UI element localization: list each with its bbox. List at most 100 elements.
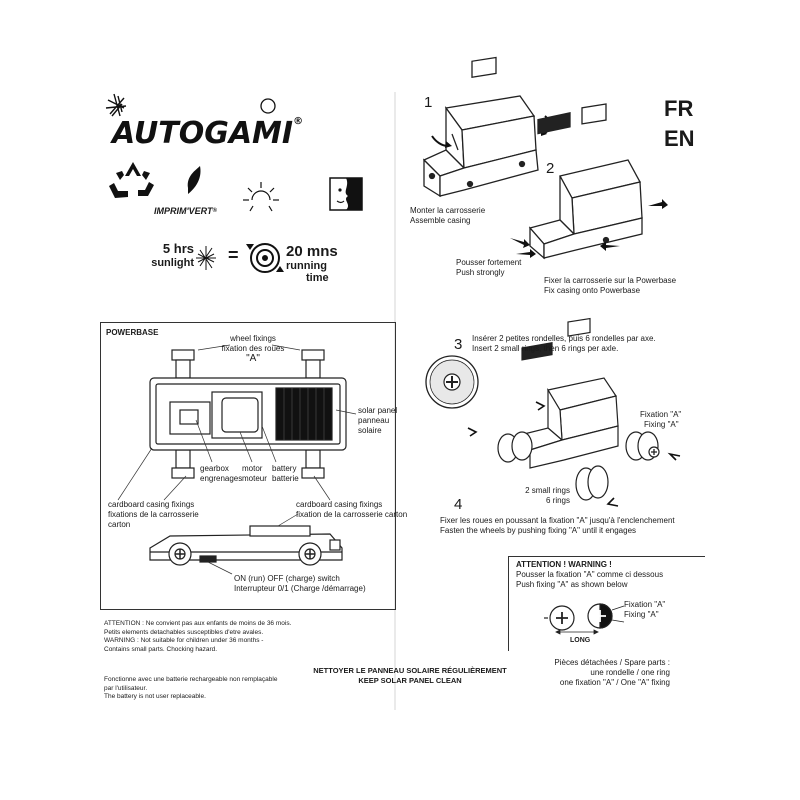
wheel-fixings-a: "A" — [246, 353, 260, 364]
wheel-fixings-label: wheel fixings fixation des roues "A" — [210, 334, 296, 364]
step1-text-en: Assemble casing — [410, 216, 471, 225]
step4-text-fr: Fixer les roues en poussant la fixation … — [440, 516, 675, 525]
step3-rings-label: 2 small rings 6 rings — [482, 486, 570, 506]
switch-fr: Interrupteur 0/1 (Charge /démarrage) — [234, 584, 366, 593]
cardboard-left-line2: fixations de la carrosserie — [108, 510, 199, 519]
spare-parts-ring: une rondelle / one ring — [590, 668, 670, 677]
sun-icon — [243, 182, 279, 212]
arrow-icon — [600, 242, 620, 251]
six-rings-label: 6 rings — [545, 496, 570, 505]
cardboard-fixings-right: cardboard casing fixings fixation de la … — [296, 500, 407, 520]
powerbase-title: POWERBASE — [106, 328, 159, 337]
logo-circle-icon — [260, 98, 276, 114]
arrow-icon — [445, 141, 452, 148]
powerbase-side-view — [149, 525, 343, 566]
warning-fixing-label: Fixation "A" Fixing "A" — [624, 600, 665, 620]
clean-fr: NETTOYER LE PANNEAU SOLAIRE RÉGULIÈREMEN… — [313, 666, 507, 675]
cardboard-left-line3: carton — [108, 520, 131, 529]
cardboard-fixings-left: cardboard casing fixings fixations de la… — [108, 500, 199, 530]
step4-number: 4 — [454, 496, 463, 513]
gearbox-fr: engrenages — [200, 474, 243, 483]
powerbase-panel — [100, 322, 396, 610]
spare-parts: Pièces détachées / Spare parts : une ron… — [540, 658, 670, 688]
recycle-icon — [109, 162, 154, 198]
imprimvert-reg-mark: ® — [212, 208, 217, 214]
warning-line-fr: Pousser la fixation "A" comme ci dessous — [516, 570, 664, 579]
running-time: 20 mns running time — [286, 244, 338, 285]
motor-en: motor — [242, 464, 263, 473]
brand-name: AUTOGAMI — [112, 116, 294, 151]
imprimvert-text: IMPRIM'VERT — [154, 206, 213, 216]
running-label: running — [286, 260, 327, 272]
motor-fr: moteur — [242, 474, 267, 483]
spare-parts-title: Pièces détachées / Spare parts : — [554, 658, 670, 667]
wheel-fixings-en: wheel fixings — [230, 334, 276, 343]
step3-number: 3 — [454, 336, 463, 353]
battery-line3: The battery is not user replaceable. — [104, 693, 206, 700]
warning-text: ATTENTION ! WARNING ! Pousser la fixatio… — [516, 560, 663, 590]
step2-push-fr: Pousser fortement — [456, 258, 522, 267]
step4-text-en: Fasten the wheels by pushing fixing "A" … — [440, 526, 637, 535]
warning-panel — [508, 556, 705, 651]
step1-car-casing-illustration — [422, 56, 539, 198]
long-label: LONG — [570, 637, 591, 644]
small-rings-label: 2 small rings — [525, 486, 570, 495]
battery-line2: par l'utilisateur. — [104, 684, 148, 692]
fixing-long-diagram — [544, 603, 613, 631]
warning-fixing-fr: Fixation "A" — [624, 600, 666, 609]
arrow-icon — [516, 249, 536, 258]
solar-panel-en: solar panel — [358, 406, 398, 415]
step3-fixing-label: Fixation "A" Fixing "A" — [640, 410, 681, 430]
step2-fix-en: Fix casing onto Powerbase — [544, 286, 641, 295]
running-clock-icon — [246, 243, 284, 273]
switch-label: ON (run) OFF (charge) switch Interrupteu… — [234, 574, 366, 594]
warning-title: ATTENTION ! WARNING ! — [516, 560, 612, 569]
step3-fixing-en: Fixing "A" — [644, 420, 679, 429]
callout-lines-side — [207, 513, 299, 575]
solar-panel-fr1: panneau — [358, 416, 390, 425]
gearbox-label: gearbox engrenages — [200, 464, 242, 484]
starburst-icon — [105, 93, 127, 117]
switch-en: ON (run) OFF (charge) switch — [234, 574, 340, 583]
step1-text: Monter la carrosserie Assemble casing — [410, 206, 485, 226]
safety-line4: Contains small parts. Chocking hazard. — [104, 645, 218, 653]
clean-en: KEEP SOLAR PANEL CLEAN — [358, 676, 462, 685]
clean-solar-panel-notice: NETTOYER LE PANNEAU SOLAIRE RÉGULIÈREMEN… — [290, 666, 530, 686]
solar-panel-fr2: solaire — [358, 426, 382, 435]
arrow-icon — [510, 238, 530, 248]
step2-car-powerbase-illustration — [528, 103, 643, 260]
step3-text: Insérer 2 petites rondelles, puis 6 rond… — [472, 334, 656, 354]
chevron-arrows — [467, 401, 681, 507]
warning-fixing-en: Fixing "A" — [624, 610, 659, 619]
step1-number: 1 — [424, 94, 433, 111]
step3-text-fr: Insérer 2 petites rondelles, puis 6 rond… — [472, 334, 656, 343]
step2-fix: Fixer la carrosserie sur la Powerbase Fi… — [544, 276, 676, 296]
step2-number: 2 — [546, 160, 555, 177]
brand-reg-mark: ® — [293, 116, 304, 127]
step3-text-en: Insert 2 small rings, then 6 rings per a… — [472, 344, 619, 353]
step2-push-en: Push strongly — [456, 268, 505, 277]
battery-fr: batterie — [272, 474, 299, 483]
face-icon — [329, 177, 363, 211]
time-label: time — [306, 272, 329, 284]
battery-en: battery — [272, 464, 297, 473]
washer-icon — [425, 355, 479, 409]
spare-parts-fixing: one fixation "A" / One "A" fixing — [559, 678, 670, 687]
battery-label: battery batterie — [272, 464, 299, 484]
solar-panel-label: solar panel panneau solaire — [358, 406, 397, 436]
battery-line1: Fonctionne avec une batterie rechargeabl… — [104, 676, 278, 683]
arrow-icon — [648, 199, 668, 209]
callout-lines — [117, 344, 357, 501]
brand-logo: AUTOGAMI® — [112, 116, 303, 151]
step2-fix-fr: Fixer la carrosserie sur la Powerbase — [544, 276, 677, 285]
leaf-icon — [187, 166, 201, 194]
motor-label: motor moteur — [242, 464, 267, 484]
language-fr: FR — [664, 96, 694, 121]
wheel-fixings-fr: fixation des roues — [221, 344, 285, 353]
safety-line3: WARNING : Not suitable for children unde… — [104, 637, 264, 644]
cardboard-right-line1: cardboard casing fixings — [296, 500, 383, 509]
step2-push: Pousser fortement Push strongly — [456, 258, 521, 278]
step3-fixing-fr: Fixation "A" — [640, 410, 682, 419]
step3-car-wheels-illustration — [497, 317, 660, 501]
